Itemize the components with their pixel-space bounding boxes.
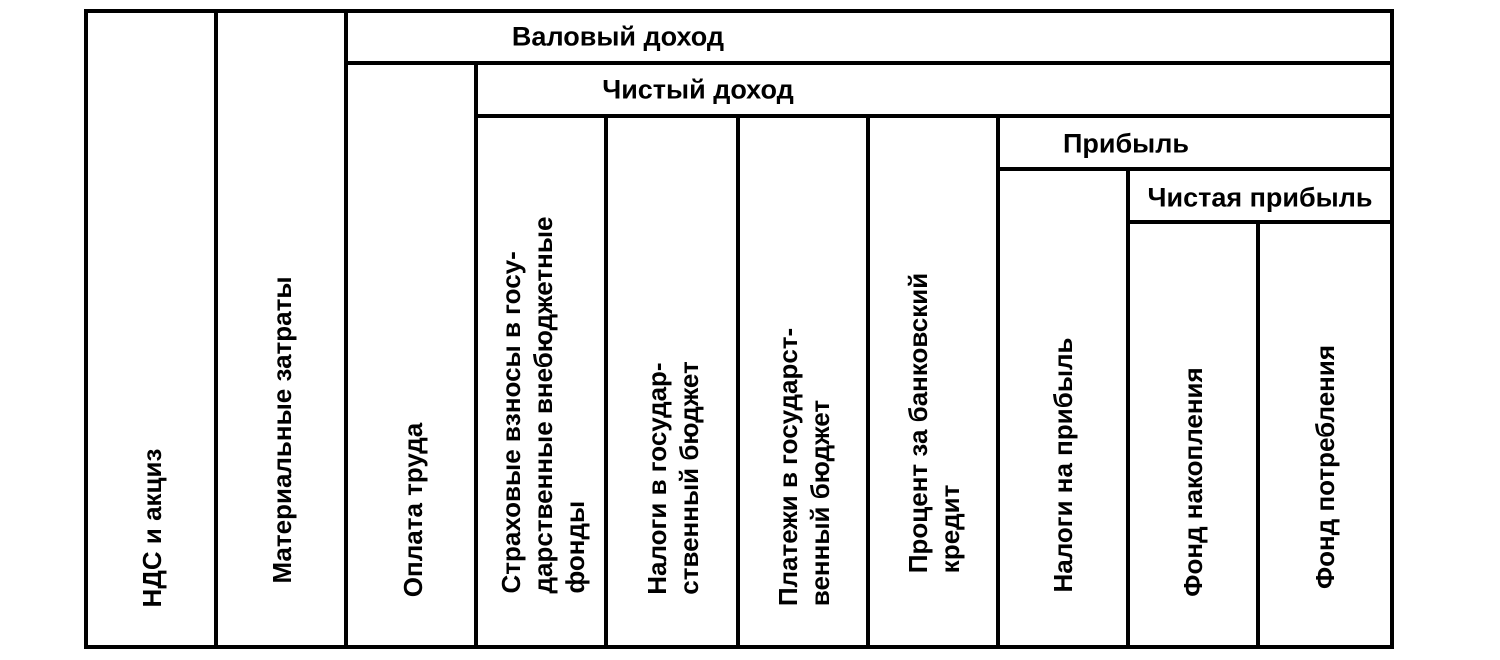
divider-v-4 — [604, 115, 608, 649]
column-wages: Оплата труда — [398, 422, 428, 598]
label-net-income: Чистый доход — [602, 74, 794, 105]
border-right — [1390, 9, 1394, 649]
divider-v-1 — [214, 9, 218, 649]
label-gross-income: Валовый доход — [511, 21, 725, 52]
column-accumulation-fund: Фонд накопления — [1178, 367, 1208, 597]
column-vat-excise: НДС и акциз — [137, 448, 167, 608]
label-net-profit: Чистая прибыль — [1147, 182, 1373, 213]
border-top — [84, 9, 1394, 13]
divider-v-2 — [344, 9, 348, 649]
rule-profit — [996, 167, 1394, 171]
divider-v-8 — [1126, 168, 1130, 649]
column-insurance-contributions: Страховые взносы в госу- дарственные вне… — [496, 216, 590, 594]
rule-gross-income — [344, 61, 1394, 65]
column-consumption-fund: Фонд потребления — [1310, 344, 1340, 590]
rule-net-profit — [1126, 220, 1394, 224]
border-left — [84, 9, 88, 649]
divider-v-9 — [1256, 221, 1260, 649]
divider-v-5 — [736, 115, 740, 649]
divider-v-7 — [996, 115, 1000, 649]
column-taxes-to-budget: Налоги в государ- ственный бюджет — [642, 361, 704, 595]
divider-v-3 — [474, 61, 478, 649]
column-bank-loan-interest: Процент за банковский кредит — [903, 272, 965, 574]
divider-v-6 — [866, 115, 870, 649]
label-profit: Прибыль — [1063, 128, 1189, 159]
column-material-costs: Материальные затраты — [267, 276, 297, 584]
rule-net-income — [474, 114, 1394, 118]
column-profit-taxes: Налоги на прибыль — [1048, 337, 1078, 593]
column-payments-to-budget: Платежи в государст- венный бюджет — [773, 327, 835, 607]
